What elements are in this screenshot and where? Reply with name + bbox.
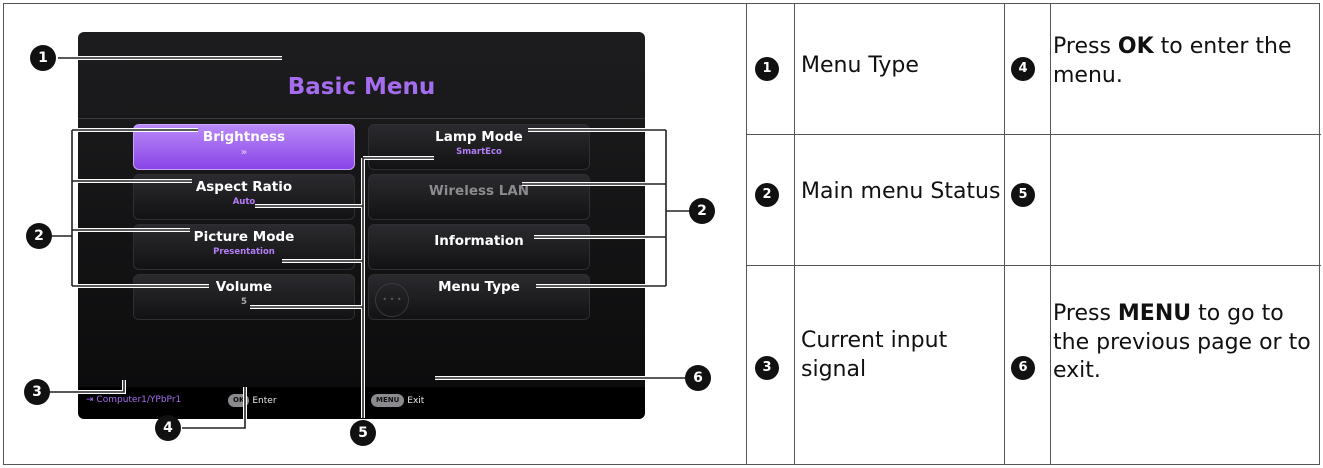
table-divider xyxy=(746,265,1321,266)
callout-3: 3 xyxy=(24,379,50,405)
input-source-icon: ⇥ xyxy=(86,395,94,405)
menu-key-text: MENU xyxy=(1117,301,1192,326)
information-label: Information xyxy=(434,233,524,249)
current-input-signal-description: Current input signal xyxy=(801,328,948,382)
menu-hint-text: Exit xyxy=(407,396,425,406)
picture-mode-value: Presentation xyxy=(213,247,275,257)
aspect-ratio-value: Auto xyxy=(232,197,256,207)
callout-5: 5 xyxy=(350,420,376,446)
callout-1: 1 xyxy=(30,45,56,71)
ok-key-icon: OK xyxy=(228,394,250,407)
callout-4: 4 xyxy=(155,415,181,441)
lamp-mode-button[interactable]: Lamp Mode SmartEco xyxy=(368,124,590,170)
table-divider xyxy=(746,134,1321,135)
picture-mode-button[interactable]: Picture Mode Presentation xyxy=(133,224,355,270)
volume-label: Volume xyxy=(215,279,273,295)
brightness-button[interactable]: Brightness » xyxy=(133,124,355,170)
table-divider xyxy=(1050,4,1051,464)
lamp-mode-label: Lamp Mode xyxy=(435,129,523,145)
table-divider xyxy=(746,4,747,464)
table-callout-3: 3 xyxy=(755,356,779,380)
input-source-label: Computer1/YPbPr1 xyxy=(96,395,182,405)
input-source: ⇥ Computer1/YPbPr1 xyxy=(86,395,181,405)
ok-description-post: to enter the menu. xyxy=(1053,34,1292,88)
lamp-mode-value: SmartEco xyxy=(456,147,502,157)
basic-menu-screenshot: Basic Menu Brightness » Aspect Ratio Aut… xyxy=(78,32,645,419)
ok-description: Press OK to enter the menu. xyxy=(1053,33,1315,90)
main-menu-status-description: Main menu Status xyxy=(801,179,1001,204)
callout-2-left: 2 xyxy=(26,223,52,249)
table-divider xyxy=(794,4,795,464)
wireless-lan-label: Wireless LAN xyxy=(428,183,530,199)
menu-type-dots-icon: • • • xyxy=(375,283,409,317)
table-divider xyxy=(1004,4,1005,464)
menu-title: Basic Menu xyxy=(287,74,436,100)
menu-type-label: Menu Type xyxy=(438,279,520,295)
table-callout-2: 2 xyxy=(755,183,779,207)
table-callout-1: 1 xyxy=(755,57,779,81)
aspect-ratio-button[interactable]: Aspect Ratio Auto xyxy=(133,174,355,220)
picture-mode-label: Picture Mode xyxy=(193,229,295,245)
ok-description-pre: Press xyxy=(1053,34,1118,59)
menu-type-button[interactable]: • • • Menu Type xyxy=(368,274,590,320)
volume-button[interactable]: Volume 5 xyxy=(133,274,355,320)
menu-description: Press MENU to go to the previous page or… xyxy=(1053,300,1317,386)
aspect-ratio-label: Aspect Ratio xyxy=(195,179,293,195)
brightness-label: Brightness xyxy=(202,129,286,145)
menu-description-post: to go to the previous page or to exit. xyxy=(1053,301,1311,384)
menu-key-icon: MENU xyxy=(371,394,405,407)
callout-6: 6 xyxy=(685,365,711,391)
title-separator xyxy=(78,118,645,119)
menu-type-description: Menu Type xyxy=(801,53,919,78)
table-callout-5: 5 xyxy=(1011,183,1035,207)
document-frame xyxy=(3,3,1321,465)
volume-value: 5 xyxy=(241,297,247,307)
ok-key-text: OK xyxy=(1117,34,1154,59)
table-callout-6: 6 xyxy=(1011,356,1035,380)
menu-description-pre: Press xyxy=(1053,301,1118,326)
ok-hint-text: Enter xyxy=(252,396,277,406)
callout-2-right: 2 xyxy=(689,198,715,224)
wireless-lan-button[interactable]: Wireless LAN xyxy=(368,174,590,220)
brightness-arrow-icon: » xyxy=(240,147,248,158)
table-callout-4: 4 xyxy=(1011,57,1035,81)
information-button[interactable]: Information xyxy=(368,224,590,270)
